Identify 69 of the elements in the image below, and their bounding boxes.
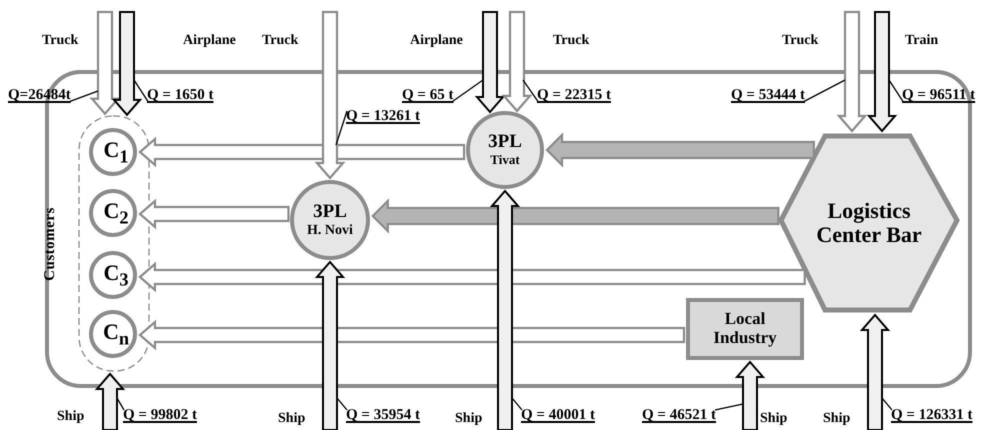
block-arrow — [545, 132, 815, 168]
block-arrow — [836, 10, 868, 133]
industry-box — [686, 298, 804, 360]
node-label: Logistics Center Bar — [815, 198, 923, 248]
transport-mode-label: Airplane — [183, 33, 236, 48]
leader-line — [714, 403, 744, 411]
leader-line — [882, 398, 892, 410]
quantity-label: Q = 99802 t — [123, 407, 197, 424]
transport-mode-label: Train — [905, 33, 938, 48]
leader-line — [335, 110, 348, 146]
quantity-label: Q = 35954 t — [346, 407, 420, 424]
block-arrow — [860, 313, 890, 430]
quantity-label: Q = 40001 t — [521, 407, 595, 424]
node-circle — [290, 180, 370, 260]
node-label: 3PL — [313, 202, 347, 223]
transport-mode-label: Ship — [760, 411, 788, 426]
quantity-label: Q = 1650 t — [147, 87, 214, 104]
block-arrow — [474, 11, 506, 114]
group-label: Customers — [42, 206, 58, 280]
transport-mode-label: Ship — [57, 409, 84, 424]
quantity-label: Q = 96511 t — [902, 87, 976, 104]
block-arrow — [90, 10, 120, 116]
quantity-label: Q = 65 t — [402, 87, 454, 104]
transport-mode-label: Airplane — [410, 33, 463, 48]
hub-hexagon — [778, 133, 960, 313]
block-arrow — [112, 11, 142, 116]
leader-line — [888, 80, 904, 102]
leader-line — [70, 90, 98, 102]
leader-line — [512, 398, 522, 410]
block-arrow — [138, 198, 290, 230]
node-circle — [466, 111, 544, 189]
block-arrow — [490, 189, 520, 430]
block-arrow — [138, 136, 466, 168]
leader-line — [452, 79, 484, 102]
node-label: 3PL — [488, 132, 522, 154]
block-arrow — [734, 360, 766, 430]
node-label: C$_{3}$ — [103, 260, 129, 290]
quantity-label: Q=26484t — [8, 87, 71, 104]
leader-line — [522, 80, 539, 102]
transport-mode-label: Ship — [455, 411, 482, 426]
leader-line — [133, 80, 149, 102]
node-label: Local Industry — [712, 310, 778, 348]
block-arrow — [314, 10, 346, 180]
block-arrow — [502, 10, 532, 113]
node-label: C$_{n}$ — [102, 320, 130, 348]
leader-line — [804, 79, 846, 102]
block-arrow — [138, 262, 806, 292]
transport-mode-label: Truck — [42, 33, 78, 48]
node-label: Tivat — [490, 153, 520, 168]
block-arrow — [138, 320, 686, 350]
leader-line — [116, 398, 125, 410]
transport-mode-label: Ship — [278, 411, 306, 426]
quantity-label: Q = 126331 t — [891, 407, 972, 424]
node-label: C$_{1}$ — [103, 138, 129, 166]
quantity-label: Q = 46521 t — [642, 407, 716, 424]
block-arrow — [314, 260, 346, 430]
leader-line — [336, 398, 348, 410]
block-arrow — [866, 11, 898, 133]
transport-mode-label: Truck — [262, 33, 298, 48]
quantity-label: Q = 13261 t — [346, 108, 420, 124]
block-arrow — [94, 372, 126, 430]
quantity-label: Q = 22315 t — [537, 87, 611, 104]
node-label: C$_{2}$ — [103, 198, 129, 228]
transport-mode-label: Truck — [553, 33, 590, 48]
node-label: H. Novi — [307, 222, 353, 238]
transport-mode-label: Truck — [782, 33, 818, 48]
block-arrow — [371, 198, 780, 234]
quantity-label: Q = 53444 t — [731, 87, 805, 104]
transport-mode-label: Ship — [823, 411, 850, 426]
